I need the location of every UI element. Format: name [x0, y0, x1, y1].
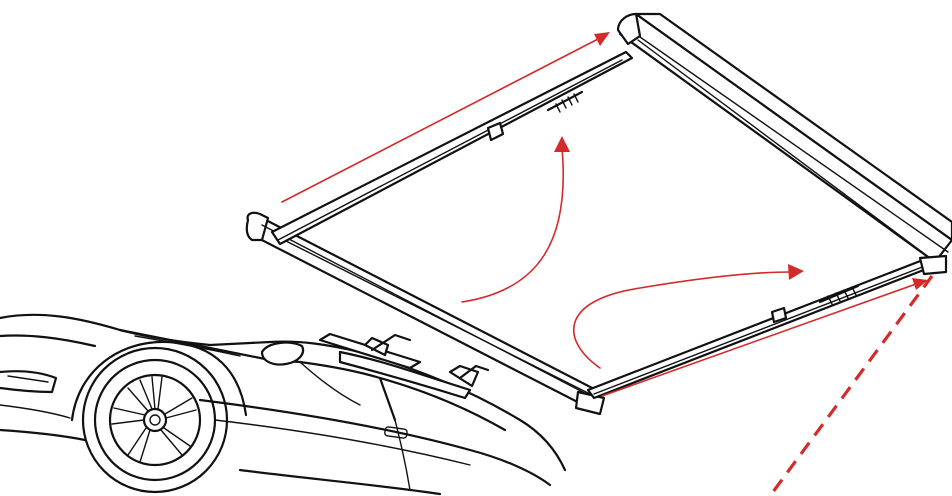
awning-frame-icon	[245, 12, 952, 416]
arrow-swing-right	[572, 271, 791, 369]
arrow-extend-lower	[601, 283, 917, 397]
arrowhead-lower	[912, 278, 928, 290]
arrow-extend-upper	[281, 37, 601, 203]
arrow-swing-up	[461, 147, 564, 303]
arrowhead-swing-right	[788, 264, 804, 280]
arrowhead-swing-up	[554, 136, 570, 152]
motion-arrows	[281, 32, 934, 496]
car-outline-icon	[0, 313, 567, 496]
arrowhead-upper	[594, 32, 610, 46]
